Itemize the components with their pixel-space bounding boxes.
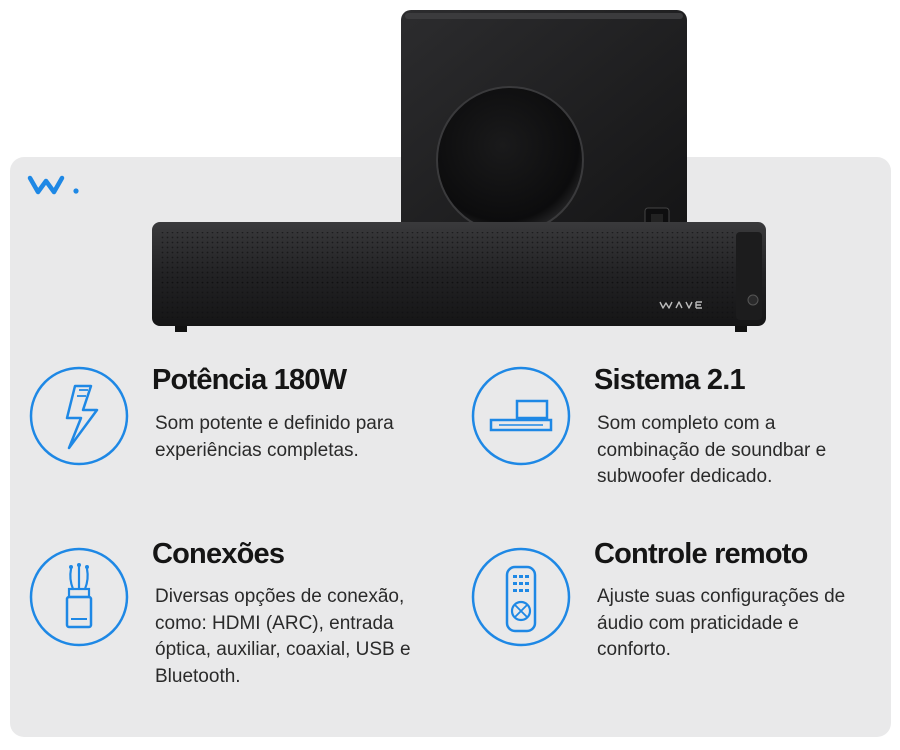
wave-logo-icon: [27, 175, 79, 195]
feature-title-connections: Conexões: [152, 538, 285, 570]
feature-title-remote: Controle remoto: [594, 538, 808, 570]
feature-desc-system: Som completo com a combinação de soundba…: [597, 413, 827, 487]
wave-badge-icon: [659, 301, 702, 309]
connector-cable-icon: [29, 547, 129, 647]
feature-desc-connections: Diversas opções de conexão, como: HDMI (…: [155, 586, 411, 687]
lightning-icon: [29, 366, 129, 466]
feature-title-power: Potência 180W: [152, 364, 347, 396]
feature-desc-power: Som potente e definido para experiências…: [155, 413, 394, 461]
soundbar-system-icon: [471, 366, 571, 466]
feature-desc-remote: Ajuste suas configurações de áudio com p…: [597, 586, 846, 660]
feature-title-system: Sistema 2.1: [594, 364, 746, 396]
product-image: [152, 10, 766, 332]
soundbar: [152, 222, 766, 332]
remote-control-icon: [471, 547, 571, 647]
subwoofer: [401, 10, 687, 242]
